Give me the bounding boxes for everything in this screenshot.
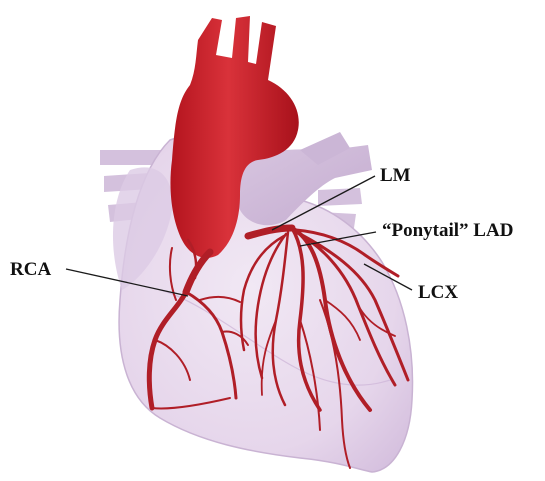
label-lcx: LCX xyxy=(418,282,458,303)
label-rca: RCA xyxy=(10,259,51,280)
label-lm: LM xyxy=(380,165,411,186)
label-ponytail-lad: “Ponytail” LAD xyxy=(382,220,513,241)
